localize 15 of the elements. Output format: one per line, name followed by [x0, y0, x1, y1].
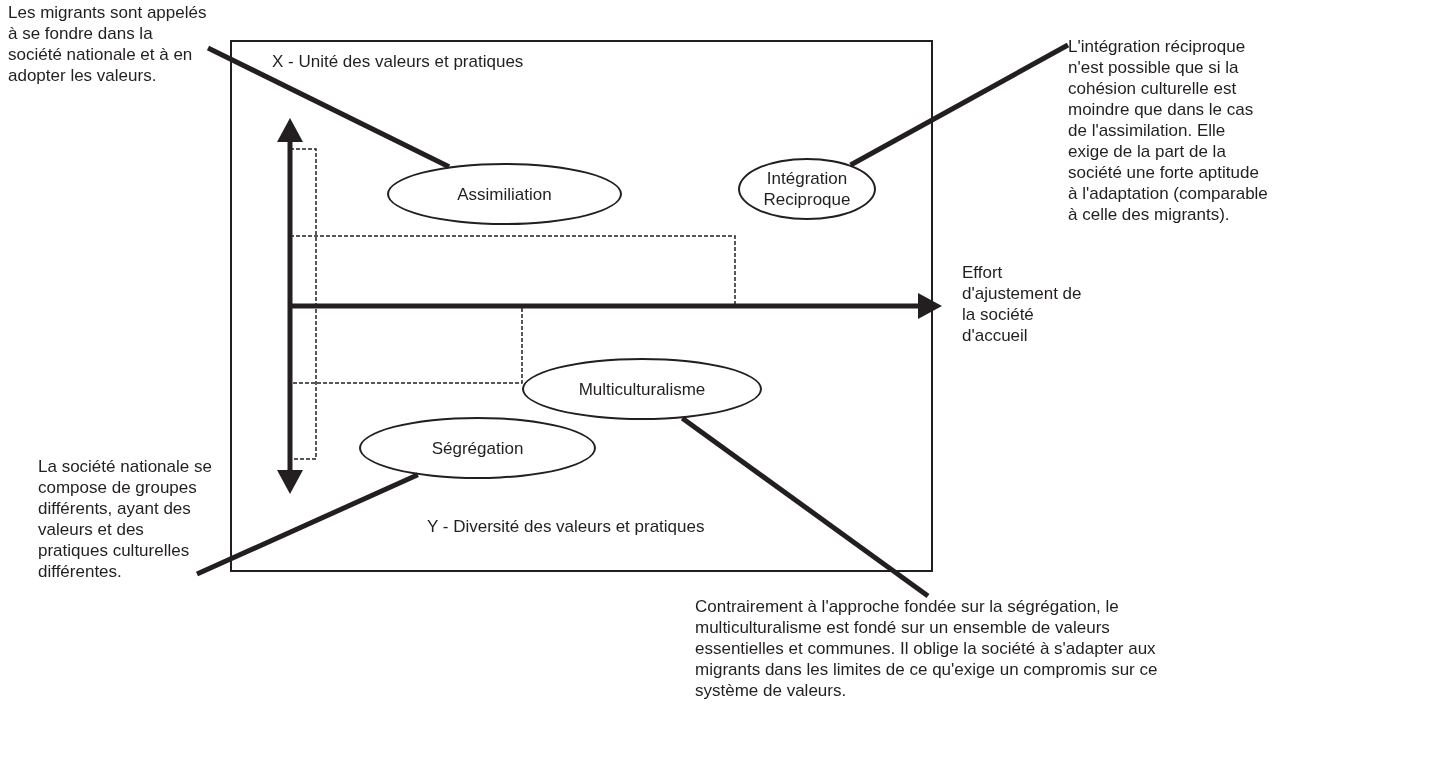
callout-text: Contrairement à l'approche fondée sur la ségrégation, le multiculturalisme est fondé sur un ensemble de valeurs essentielles et communes. Il oblige la société à s'adapter aux migrants dans les limites de ce qu'exige un compromis sur ce système de valeurs.	[695, 596, 1165, 701]
ellipse-node: Intégration Reciproque	[738, 158, 876, 220]
leader-line	[849, 42, 1070, 168]
callout-text: Les migrants sont appelés à se fondre dans la société nationale et à en adopter les valeurs.	[8, 2, 208, 86]
leader-line	[680, 416, 930, 599]
leader-line	[196, 472, 419, 577]
callout-text: L'intégration réciproque n'est possible que si la cohésion culturelle est moindre que dans le cas de l'assimilation. Elle exige de la part de la société une forte aptitude à l'adaptation (comparable à celle des migrants).	[1068, 36, 1268, 225]
frame-box	[230, 40, 933, 572]
axis-label: Effort d'ajustement de la société d'accueil	[962, 262, 1082, 346]
ellipse-node: Multiculturalisme	[522, 358, 762, 420]
callout-text: La société nationale se compose de groupes différents, ayant des valeurs et des pratiques culturelles différentes.	[38, 456, 213, 582]
ellipse-node: Assimiliation	[387, 163, 622, 225]
ellipse-node: Ségrégation	[359, 417, 596, 479]
axis-title: X - Unité des valeurs et pratiques	[272, 52, 524, 72]
axis-title: Y - Diversité des valeurs et pratiques	[427, 517, 705, 537]
